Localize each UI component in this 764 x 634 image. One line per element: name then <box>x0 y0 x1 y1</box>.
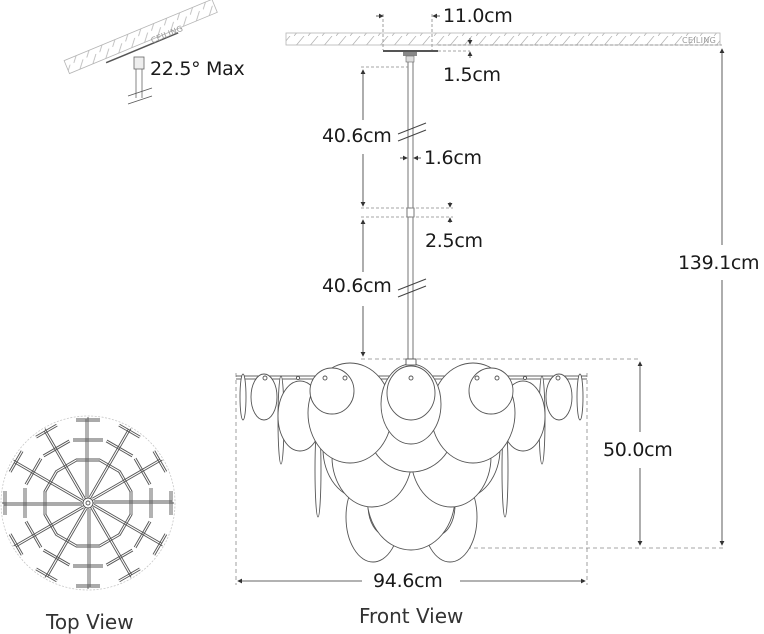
front-view-title: Front View <box>359 604 464 628</box>
top-view-title: Top View <box>46 610 134 634</box>
dim-canopy-width: 11.0cm <box>443 5 513 27</box>
stem-coupler <box>406 207 415 218</box>
tilted-canopy-plate <box>105 32 179 64</box>
chandelier-discs <box>236 358 587 563</box>
top-view-drawing <box>0 415 176 591</box>
front-view-drawing <box>235 13 726 585</box>
dim-stem-lower: 40.6cm <box>322 275 392 297</box>
ceiling-band <box>285 32 721 46</box>
dim-stem-diameter: 1.6cm <box>424 147 482 169</box>
swivel-joint <box>133 56 145 70</box>
break-mark <box>127 87 153 97</box>
dim-stem-upper: 40.6cm <box>322 125 392 147</box>
dim-fixture-height: 50.0cm <box>603 439 673 461</box>
dim-fixture-width: 94.6cm <box>373 570 443 592</box>
canopy-cup <box>403 52 417 56</box>
tilt-detail <box>63 0 218 105</box>
ceiling-label: CEILING <box>682 36 717 45</box>
tilt-angle-label: 22.5° Max <box>150 58 245 80</box>
dim-canopy-height: 1.5cm <box>443 64 501 86</box>
tilted-ceiling-band <box>63 0 218 75</box>
dim-overall-height: 139.1cm <box>678 252 760 274</box>
dim-coupler-height: 2.5cm <box>425 230 483 252</box>
